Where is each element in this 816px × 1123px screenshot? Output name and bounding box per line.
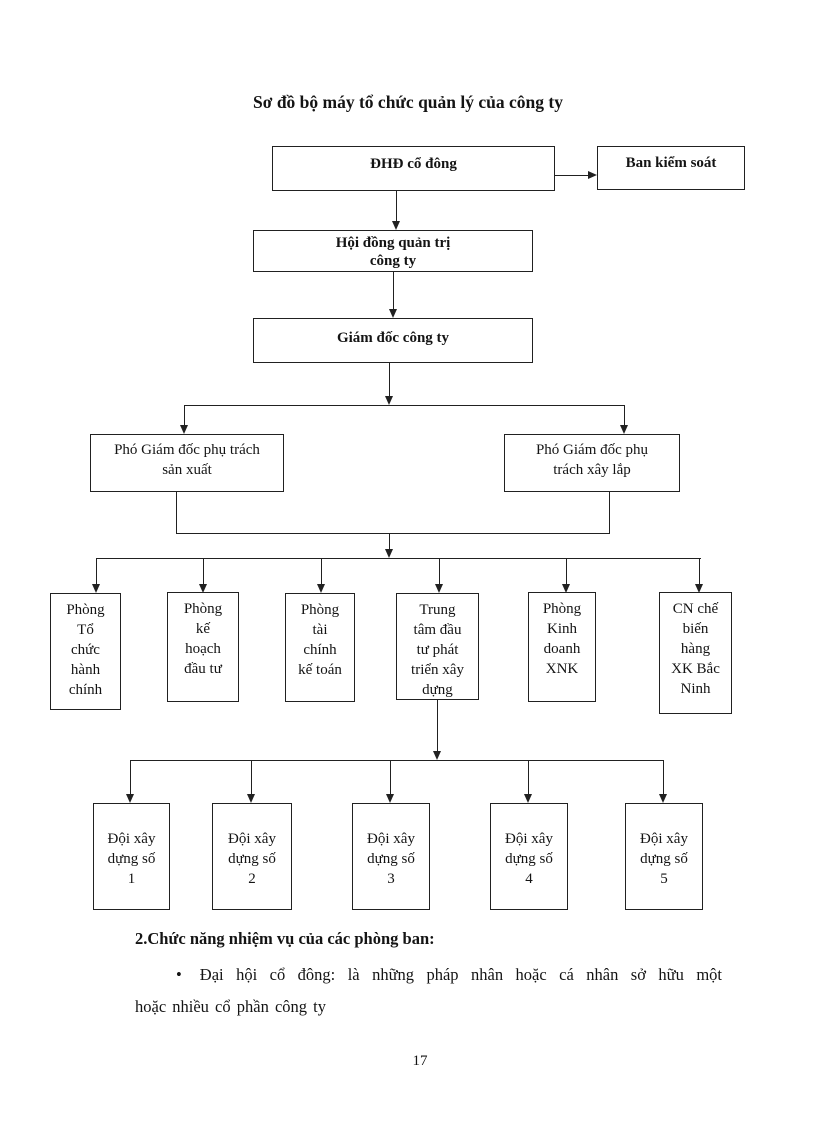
connector-line (555, 175, 588, 177)
arrowhead-down-icon (695, 584, 703, 593)
arrowhead-down-icon (389, 309, 397, 318)
connector-line (96, 558, 98, 584)
arrowhead-down-icon (317, 584, 325, 593)
arrowhead-down-icon (620, 425, 628, 434)
arrowhead-down-icon (524, 794, 532, 803)
arrowhead-down-icon (180, 425, 188, 434)
bullet-text-line1: Đại hội cổ đông: là những pháp nhân hoặc… (199, 965, 722, 984)
connector-line (184, 405, 186, 425)
section-heading: 2.Chức năng nhiệm vụ của các phòng ban: (135, 929, 435, 948)
org-node-supervisory-board: Ban kiểm soát (597, 146, 745, 190)
org-node-deputy-director-production: Phó Giám đốc phụ trách sản xuất (90, 434, 284, 492)
arrowhead-right-icon (588, 171, 597, 179)
org-node-company-director: Giám đốc công ty (253, 318, 533, 363)
arrowhead-down-icon (92, 584, 100, 593)
org-node-dept-planning-investment: Phòng kế hoạch đầu tư (167, 592, 239, 702)
arrowhead-down-icon (247, 794, 255, 803)
connector-line (130, 760, 132, 794)
arrowhead-down-icon (385, 549, 393, 558)
connector-line (390, 760, 392, 794)
connector-line (437, 700, 439, 751)
arrowhead-down-icon (433, 751, 441, 760)
connector-line (393, 272, 395, 309)
connector-line (389, 533, 391, 549)
bullet-paragraph-line1: • Đại hội cổ đông: là những pháp nhân hoặ… (176, 965, 722, 985)
org-node-construction-team-1: Đội xây dựng số 1 (93, 803, 170, 910)
org-node-dept-org-admin: Phòng Tổ chức hành chính (50, 593, 121, 710)
connector-line (97, 558, 701, 560)
bullet-icon: • (176, 965, 182, 984)
arrowhead-down-icon (562, 584, 570, 593)
org-node-construction-team-2: Đội xây dựng số 2 (212, 803, 292, 910)
connector-line (566, 558, 568, 584)
connector-line (624, 405, 626, 425)
connector-line (185, 405, 625, 407)
arrowhead-down-icon (435, 584, 443, 593)
arrowhead-down-icon (199, 584, 207, 593)
arrowhead-down-icon (126, 794, 134, 803)
bullet-paragraph-line2: hoặc nhiều cổ phần công ty (135, 997, 326, 1016)
org-node-shareholders-meeting: ĐHĐ cổ đông (272, 146, 555, 191)
connector-line (251, 760, 253, 794)
org-node-branch-bac-ninh: CN chế biến hàng XK Bắc Ninh (659, 592, 732, 714)
org-node-construction-team-5: Đội xây dựng số 5 (625, 803, 703, 910)
arrowhead-down-icon (386, 794, 394, 803)
connector-line (699, 558, 701, 584)
org-node-deputy-director-construction: Phó Giám đốc phụ trách xây lắp (504, 434, 680, 492)
org-node-board-of-management: Hội đồng quản trị công ty (253, 230, 533, 272)
arrowhead-down-icon (392, 221, 400, 230)
org-node-center-construction-investment: Trung tâm đầu tư phát triển xây dựng (396, 593, 479, 700)
connector-line (663, 760, 665, 794)
connector-line (396, 191, 398, 222)
connector-line (439, 558, 441, 584)
connector-line (131, 760, 664, 762)
org-node-dept-finance-accounting: Phòng tài chính kế toán (285, 593, 355, 702)
connector-line (176, 533, 610, 535)
connector-line (389, 363, 391, 396)
connector-line (528, 760, 530, 794)
arrowhead-down-icon (659, 794, 667, 803)
page-number: 17 (412, 1053, 428, 1069)
page-title: Sơ đồ bộ máy tổ chức quản lý của công ty (253, 92, 563, 112)
org-node-construction-team-3: Đội xây dựng số 3 (352, 803, 430, 910)
connector-line (176, 492, 178, 533)
org-node-construction-team-4: Đội xây dựng số 4 (490, 803, 568, 910)
connector-line (609, 492, 611, 533)
connector-line (203, 558, 205, 584)
org-node-dept-import-export: Phòng Kinh doanh XNK (528, 592, 596, 702)
arrowhead-down-icon (385, 396, 393, 405)
connector-line (321, 558, 323, 584)
